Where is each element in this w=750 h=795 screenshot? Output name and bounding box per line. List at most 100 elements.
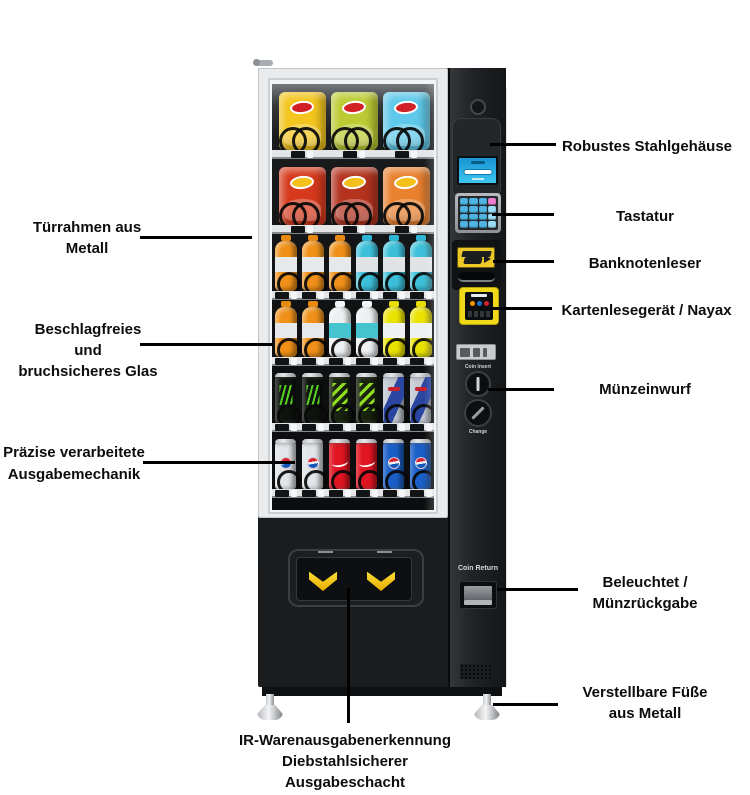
price-tag bbox=[328, 358, 343, 365]
screen-input-bar bbox=[463, 169, 492, 175]
label-ausgabemechanik: Präzise verarbeitete Ausgabemechanik bbox=[3, 444, 145, 483]
coin-insert-slot[interactable] bbox=[465, 371, 491, 397]
price-tag bbox=[301, 424, 316, 431]
label-ausgabeschacht: IR-Warenausgabenerkennung Diebstahlsiche… bbox=[239, 732, 451, 791]
price-tag-chip bbox=[371, 490, 378, 497]
price-tag bbox=[274, 490, 289, 497]
keypad-key[interactable] bbox=[460, 213, 469, 221]
price-tag bbox=[382, 490, 397, 497]
keypad-key[interactable] bbox=[478, 205, 487, 213]
label-tastatur: Tastatur bbox=[615, 208, 675, 225]
price-tag bbox=[382, 424, 397, 431]
price-tag-chip bbox=[317, 358, 324, 365]
label-kartenleser: Kartenlesegerät / Nayax bbox=[561, 302, 732, 319]
keypad-key[interactable] bbox=[487, 213, 496, 221]
instruction-decal bbox=[456, 344, 496, 360]
price-tag bbox=[343, 151, 357, 158]
price-tag bbox=[274, 358, 289, 365]
card-reader-screen bbox=[465, 292, 493, 320]
price-tag-chip bbox=[425, 424, 432, 431]
label-stahlgehaeuse: Robustes Stahlgehäuse bbox=[561, 138, 733, 155]
screen-footer bbox=[471, 178, 484, 180]
price-tag bbox=[291, 226, 305, 233]
price-tag-chip bbox=[425, 292, 432, 299]
price-tag-chip bbox=[359, 226, 365, 233]
pointer-line-glas bbox=[140, 343, 273, 346]
shelf-rail bbox=[272, 489, 434, 498]
adjustable-foot bbox=[483, 694, 491, 707]
price-tag-chip bbox=[398, 490, 405, 497]
keypad-key[interactable] bbox=[487, 205, 496, 213]
pointer-line-beleuchtet bbox=[497, 588, 578, 591]
keypad-key[interactable] bbox=[478, 213, 487, 221]
price-tag-chip bbox=[371, 424, 378, 431]
price-tag bbox=[409, 358, 424, 365]
price-tag-chip bbox=[411, 151, 417, 158]
keypad-key[interactable] bbox=[460, 198, 469, 205]
keypad-key[interactable] bbox=[460, 221, 469, 228]
coin-return-flap[interactable] bbox=[459, 581, 497, 609]
price-tag-chip bbox=[344, 490, 351, 497]
price-tag bbox=[355, 358, 370, 365]
display-screen[interactable] bbox=[457, 156, 498, 185]
price-tag bbox=[291, 151, 305, 158]
price-tag-chip bbox=[398, 292, 405, 299]
card-reader-nayax[interactable] bbox=[459, 287, 499, 325]
keypad-key[interactable] bbox=[469, 198, 478, 205]
label-fuesse: Verstellbare Füße aus Metall bbox=[582, 684, 708, 722]
label-muenzeinwurf: Münzeinwurf bbox=[599, 381, 691, 398]
keypad-key[interactable] bbox=[478, 221, 487, 228]
shelf-rail bbox=[272, 150, 434, 159]
price-tag-chip bbox=[317, 292, 324, 299]
price-tag-chip bbox=[359, 151, 365, 158]
dispense-mark bbox=[318, 551, 333, 553]
keypad-key[interactable] bbox=[487, 198, 496, 205]
pointer-line-muenzeinwurf bbox=[488, 388, 554, 391]
price-tag bbox=[328, 424, 343, 431]
keypad-grid[interactable] bbox=[458, 196, 498, 230]
keypad-key[interactable] bbox=[487, 221, 496, 228]
price-tag-chip bbox=[398, 424, 405, 431]
bill-slot[interactable] bbox=[458, 272, 495, 282]
screen-header bbox=[470, 161, 485, 164]
price-tag bbox=[355, 424, 370, 431]
price-tag-chip bbox=[425, 490, 432, 497]
price-tag bbox=[409, 292, 424, 299]
keypad-key[interactable] bbox=[469, 205, 478, 213]
price-tag bbox=[274, 424, 289, 431]
coin-insert-label: Coin Insert bbox=[464, 364, 492, 370]
shelf-rail bbox=[272, 357, 434, 366]
price-tag-chip bbox=[290, 424, 297, 431]
keypad-key[interactable] bbox=[478, 198, 487, 205]
price-tag bbox=[355, 490, 370, 497]
price-tag bbox=[301, 490, 316, 497]
price-tag-chip bbox=[425, 358, 432, 365]
keypad-key[interactable] bbox=[469, 221, 478, 228]
price-tag-chip bbox=[290, 292, 297, 299]
pointer-line-ausgabemechanik bbox=[143, 461, 295, 464]
price-tag bbox=[395, 226, 409, 233]
price-tag-chip bbox=[290, 490, 297, 497]
price-tag-chip bbox=[371, 358, 378, 365]
lock-icon[interactable] bbox=[470, 99, 486, 115]
price-tag bbox=[328, 292, 343, 299]
change-knob[interactable] bbox=[464, 399, 492, 427]
price-tag bbox=[395, 151, 409, 158]
price-tag-chip bbox=[398, 358, 405, 365]
price-tag bbox=[301, 292, 316, 299]
pointer-line-fuesse bbox=[493, 703, 558, 706]
price-tag-chip bbox=[411, 226, 417, 233]
shelf-rail bbox=[272, 225, 434, 234]
price-tag-chip bbox=[344, 424, 351, 431]
keypad-key[interactable] bbox=[460, 205, 469, 213]
plinth bbox=[262, 687, 502, 696]
price-tag-chip bbox=[317, 424, 324, 431]
adjustable-foot bbox=[257, 705, 283, 720]
keypad-key[interactable] bbox=[469, 213, 478, 221]
pointer-line-stahlgehaeuse bbox=[490, 143, 556, 146]
pointer-line-banknotenleser bbox=[493, 260, 554, 263]
price-tag-chip bbox=[290, 358, 297, 365]
price-tag bbox=[382, 358, 397, 365]
pointer-line-ausgabeschacht bbox=[347, 588, 350, 723]
